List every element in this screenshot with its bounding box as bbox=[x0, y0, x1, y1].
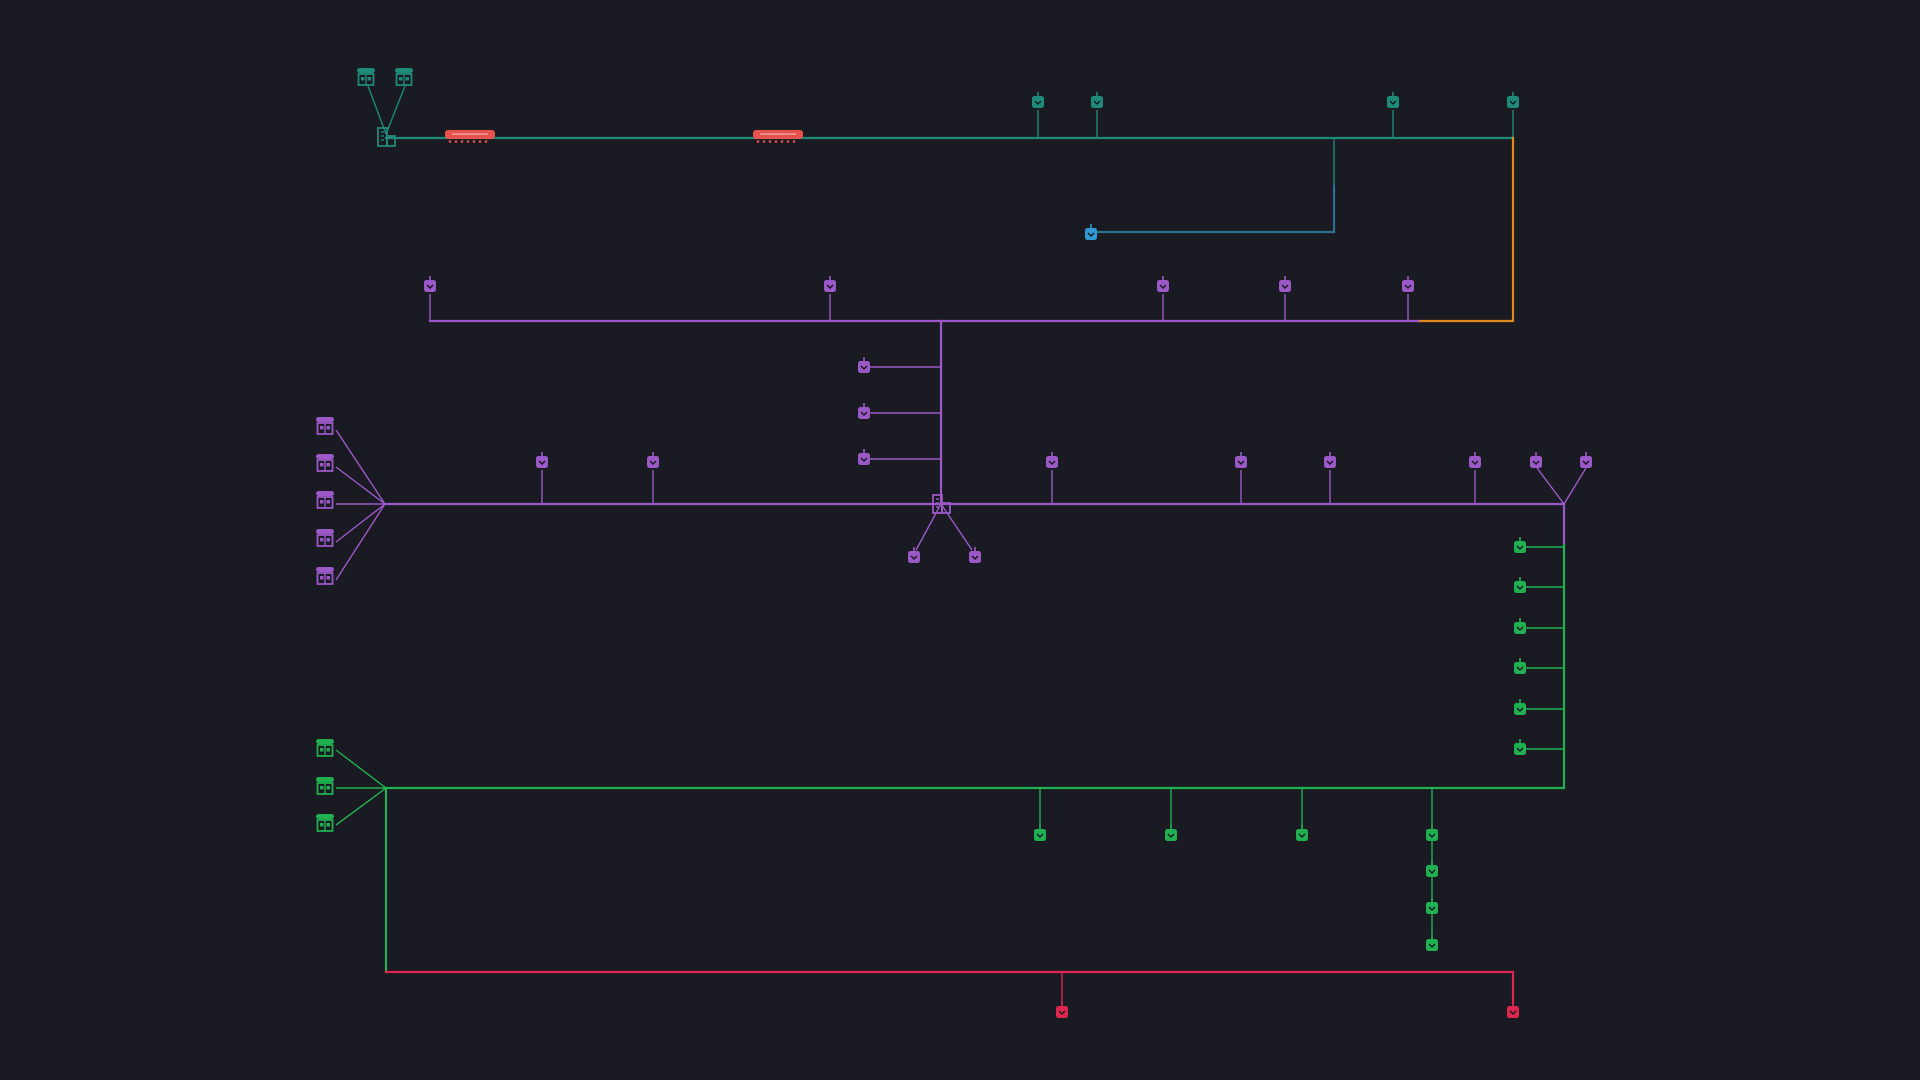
purple-main-consumer-3[interactable] bbox=[1046, 452, 1058, 468]
green-bottom-consumer-1[interactable] bbox=[1034, 825, 1046, 841]
green-shop-1[interactable] bbox=[316, 739, 334, 757]
purple-drop bbox=[1563, 467, 1587, 505]
teal-consumer-2[interactable] bbox=[1091, 92, 1103, 108]
green-chain-consumer-1[interactable] bbox=[1426, 825, 1438, 841]
purple-drop bbox=[940, 503, 973, 551]
blue-consumer-1[interactable] bbox=[1085, 224, 1097, 240]
purple-main-consumer-8[interactable] bbox=[1580, 452, 1592, 468]
green-side-consumer-6[interactable] bbox=[1514, 739, 1526, 755]
purple-drop bbox=[915, 503, 942, 551]
red-consumer-2[interactable] bbox=[1507, 1002, 1519, 1018]
green-shop-link bbox=[335, 749, 387, 789]
purple-shop-link bbox=[335, 503, 386, 581]
blue-line bbox=[1095, 184, 1336, 234]
green-chain-consumer-3[interactable] bbox=[1426, 898, 1438, 914]
train-1[interactable] bbox=[445, 130, 495, 143]
green-side-consumer-3[interactable] bbox=[1514, 618, 1526, 634]
purple-main-consumer-2[interactable] bbox=[647, 452, 659, 468]
purple-shop-3[interactable] bbox=[316, 491, 334, 509]
purple-hub-consumer-2[interactable] bbox=[969, 547, 981, 563]
purple-main-line bbox=[383, 502, 1566, 547]
purple-upper-consumer-3[interactable] bbox=[1157, 276, 1169, 292]
purple-trunk-consumer-3[interactable] bbox=[858, 449, 870, 465]
teal-shop-1[interactable] bbox=[357, 68, 375, 86]
green-chain-consumer-2[interactable] bbox=[1426, 861, 1438, 877]
teal-consumer-1[interactable] bbox=[1032, 92, 1044, 108]
purple-trunk-consumer-2[interactable] bbox=[858, 403, 870, 419]
teal-shop-link bbox=[385, 85, 406, 135]
purple-upper-consumer-1[interactable] bbox=[424, 276, 436, 292]
purple-main-consumer-4[interactable] bbox=[1235, 452, 1247, 468]
purple-main-consumer-5[interactable] bbox=[1324, 452, 1336, 468]
teal-consumer-4[interactable] bbox=[1507, 92, 1519, 108]
purple-main-consumer-1[interactable] bbox=[536, 452, 548, 468]
purple-shop-link bbox=[335, 466, 386, 505]
green-side-consumer-2[interactable] bbox=[1514, 577, 1526, 593]
green-bottom-consumer-2[interactable] bbox=[1165, 825, 1177, 841]
purple-shop-1[interactable] bbox=[316, 417, 334, 435]
green-shop-link bbox=[335, 787, 387, 826]
purple-shop-2[interactable] bbox=[316, 454, 334, 472]
purple-trunk-consumer-1[interactable] bbox=[858, 357, 870, 373]
green-main-line bbox=[384, 543, 1566, 974]
green-side-consumer-5[interactable] bbox=[1514, 699, 1526, 715]
purple-shop-5[interactable] bbox=[316, 567, 334, 585]
purple-main-consumer-6[interactable] bbox=[1469, 452, 1481, 468]
purple-drop bbox=[1536, 467, 1565, 505]
green-shop-3[interactable] bbox=[316, 814, 334, 832]
green-shop-2[interactable] bbox=[316, 777, 334, 795]
nodes-layer bbox=[316, 68, 1592, 1018]
teal-hub[interactable] bbox=[377, 127, 396, 147]
orange-link-line bbox=[1416, 136, 1515, 323]
red-consumer-1[interactable] bbox=[1056, 1002, 1068, 1018]
purple-upper-consumer-4[interactable] bbox=[1279, 276, 1291, 292]
purple-hub[interactable] bbox=[932, 494, 951, 514]
teal-consumer-3[interactable] bbox=[1387, 92, 1399, 108]
purple-hub-consumer-1[interactable] bbox=[908, 547, 920, 563]
green-bottom-consumer-3[interactable] bbox=[1296, 825, 1308, 841]
purple-upper-consumer-2[interactable] bbox=[824, 276, 836, 292]
wires-layer bbox=[335, 85, 1587, 1005]
green-side-consumer-4[interactable] bbox=[1514, 658, 1526, 674]
purple-shop-link bbox=[335, 503, 386, 543]
purple-shop-4[interactable] bbox=[316, 529, 334, 547]
green-chain-consumer-4[interactable] bbox=[1426, 935, 1438, 951]
green-side-consumer-1[interactable] bbox=[1514, 537, 1526, 553]
train-2[interactable] bbox=[753, 130, 803, 143]
purple-main-consumer-7[interactable] bbox=[1530, 452, 1542, 468]
teal-shop-link bbox=[367, 85, 387, 135]
purple-shop-link bbox=[335, 429, 386, 505]
red-main-line bbox=[384, 970, 1515, 1005]
purple-upper-consumer-5[interactable] bbox=[1402, 276, 1414, 292]
teal-shop-2[interactable] bbox=[395, 68, 413, 86]
